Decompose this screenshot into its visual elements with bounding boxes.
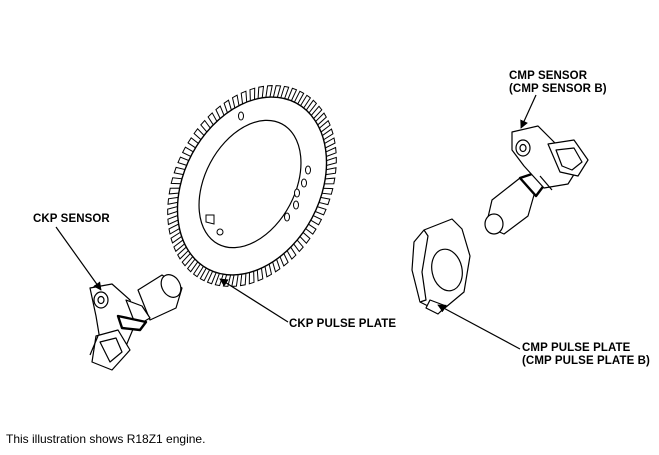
cmp-pulse-plate-label-line1: CMP PULSE PLATE — [522, 342, 631, 354]
cmp-sensor-leader — [520, 94, 537, 129]
ckp-sensor-leader — [55, 226, 102, 291]
cmp-pulse-plate-label-line2: (CMP PULSE PLATE B) — [522, 355, 650, 367]
ckp-pulse-plate-inner-bore — [198, 119, 302, 249]
cmp-sensor-label: CMP SENSOR (CMP SENSOR B) — [509, 70, 607, 96]
ckp-sensor-drawing — [89, 274, 183, 371]
cmp-pulse-plate-leader — [437, 304, 521, 350]
ckp-pulse-plate-leader — [219, 278, 289, 323]
cmp-sensor-label-line2: (CMP SENSOR B) — [509, 83, 607, 95]
ckp-pulse-plate-drawing — [167, 85, 337, 287]
cmp-sensor-drawing — [484, 125, 589, 235]
cmp-pulse-plate-drawing — [411, 218, 471, 315]
ckp-sensor-label: CKP SENSOR — [33, 213, 110, 225]
ckp-pulse-plate-label: CKP PULSE PLATE — [289, 318, 397, 330]
leader-arrows — [55, 94, 537, 350]
cmp-sensor-label-line1: CMP SENSOR — [509, 70, 588, 82]
ckp-pulse-plate-holes — [205, 111, 311, 236]
cmp-pulse-plate-label: CMP PULSE PLATE (CMP PULSE PLATE B) — [522, 342, 650, 368]
illustration-caption: This illustration shows R18Z1 engine. — [6, 432, 206, 446]
